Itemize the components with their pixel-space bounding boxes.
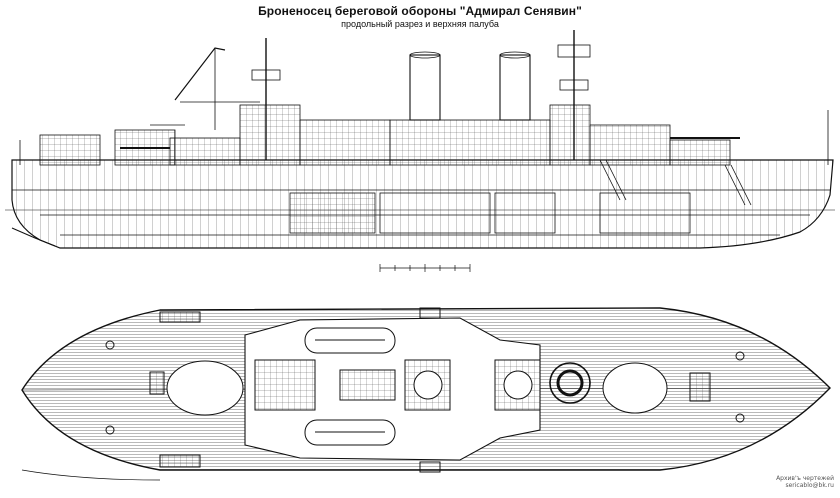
watermark-line-1: Архив'ъ чертежей: [776, 475, 834, 482]
fwd-turret-ring: [602, 362, 668, 414]
forecastle-house: [669, 139, 731, 166]
boiler-room-fwd: [494, 192, 556, 234]
aft-turret: [169, 137, 241, 166]
drawing-title: Броненосец береговой обороны "Адмирал Се…: [258, 4, 582, 18]
aft-mast-house: [239, 104, 301, 166]
scale-bar: [379, 264, 471, 272]
upper-deck-plan: [21, 307, 831, 473]
midship-casemate: [299, 119, 391, 166]
engine-room: [289, 192, 376, 234]
aft-superstructure: [39, 134, 101, 166]
drawing-subtitle: продольный разрез и верхняя палуба: [341, 19, 499, 29]
fore-funnel: [499, 54, 531, 121]
aft-funnel: [409, 54, 441, 121]
aft-deckhouse: [254, 359, 316, 411]
magazine: [599, 192, 691, 234]
boiler-casing: [389, 119, 551, 166]
fore-mast-house: [549, 104, 591, 166]
forward-turret: [589, 124, 671, 166]
conning-tower: [549, 362, 591, 404]
hull-outline: [11, 159, 834, 249]
midship-hatch: [339, 369, 396, 401]
boiler-room-aft: [379, 192, 491, 234]
longitudinal-section: [5, 30, 835, 249]
watermark: Архив'ъ чертежей sericablo@bk.ru: [776, 475, 834, 489]
aft-turret-ring: [166, 360, 244, 416]
boat-crane: [174, 47, 226, 101]
watermark-line-2: sericablo@bk.ru: [785, 482, 834, 489]
